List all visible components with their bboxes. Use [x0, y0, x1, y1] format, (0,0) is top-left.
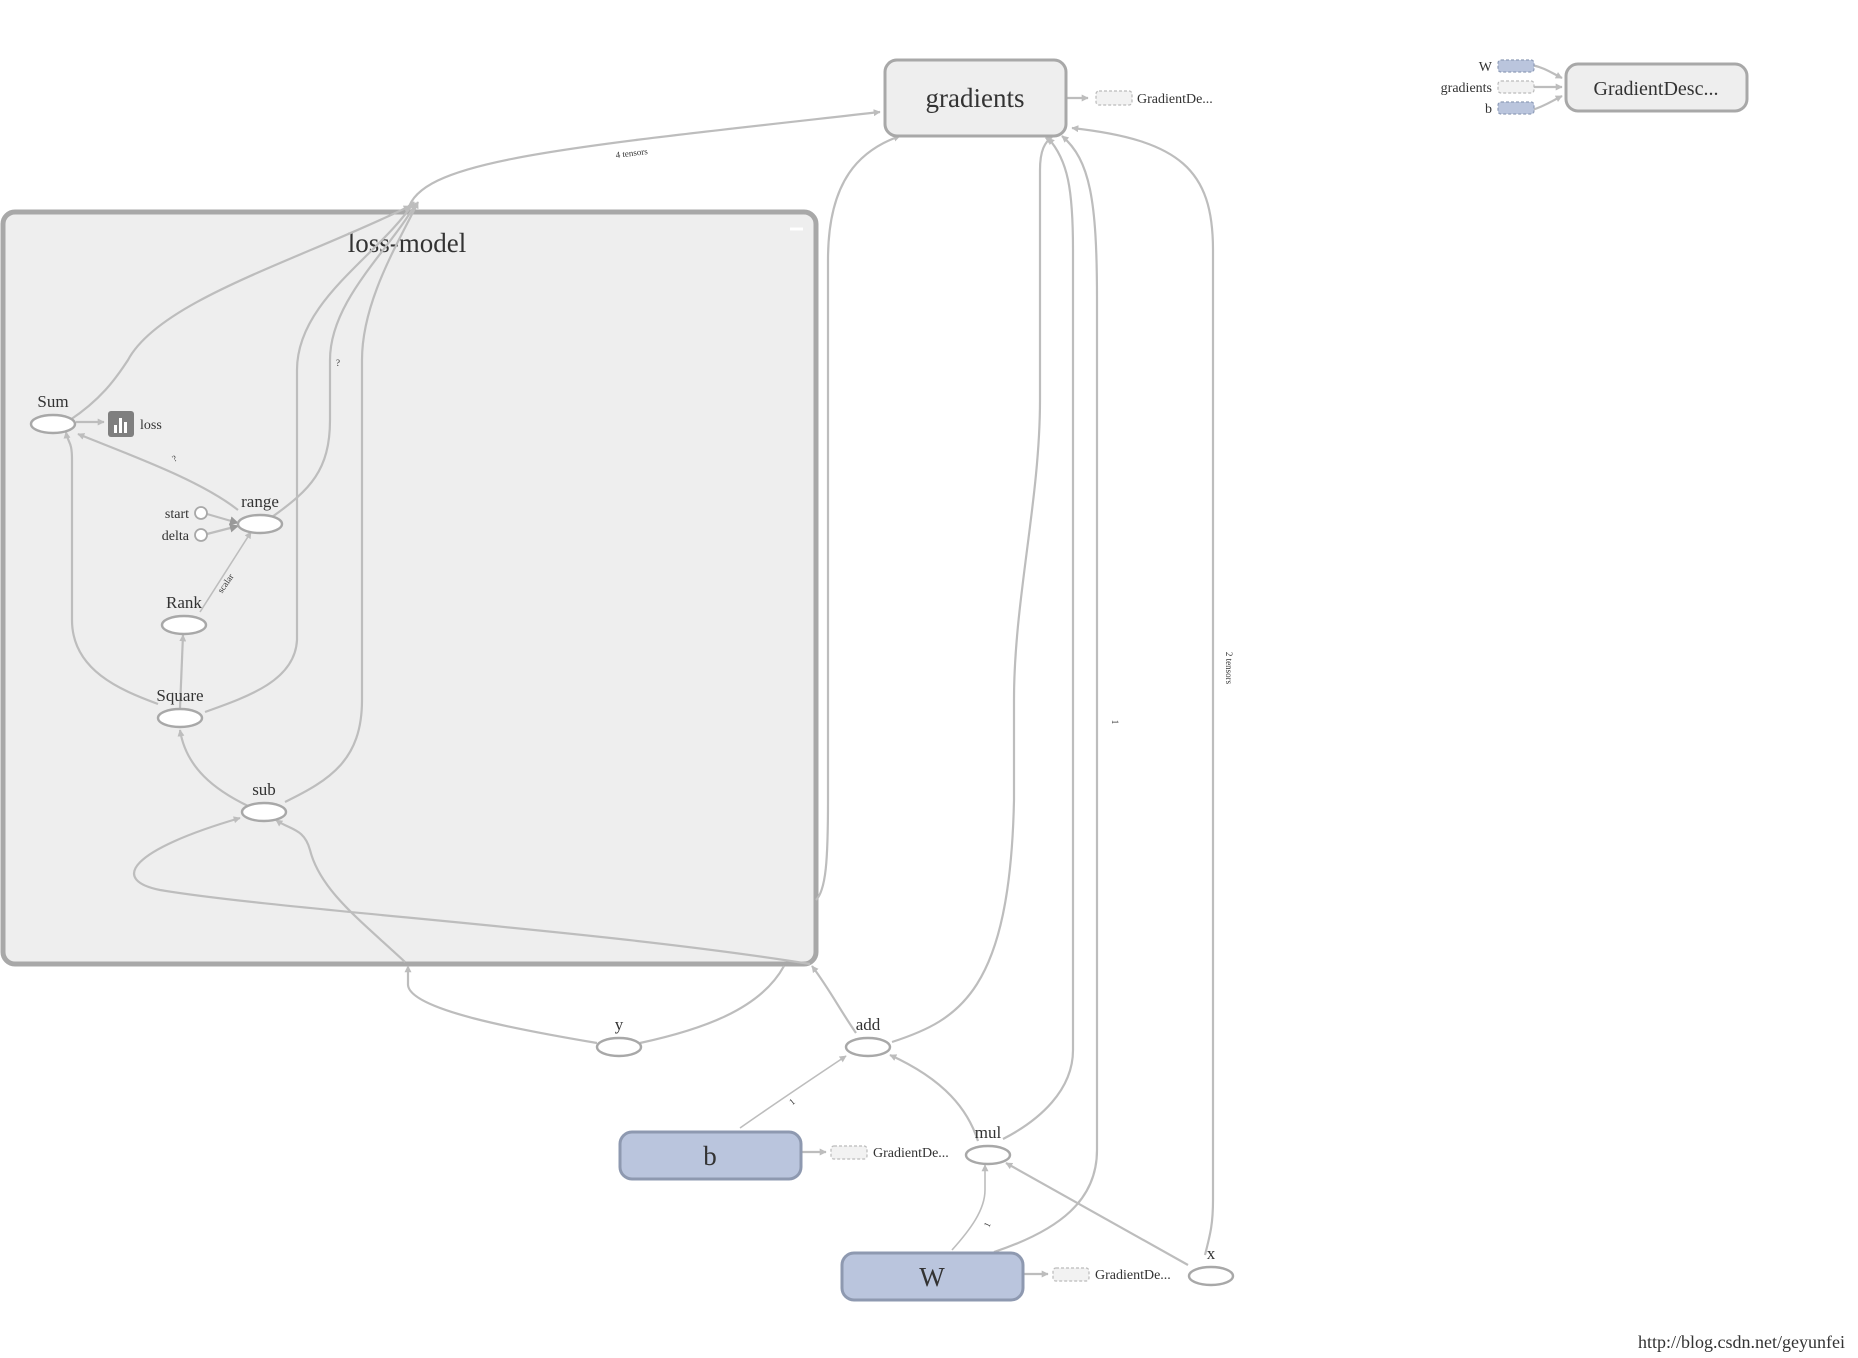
const-start[interactable]: start [165, 506, 208, 522]
op-y[interactable]: y [595, 1015, 643, 1058]
loss-model-title: loss-model [348, 228, 467, 258]
variable-b-label: b [703, 1141, 717, 1171]
edge-loss-model-to-gradients-b [815, 134, 901, 901]
gradient-desc-inputs: W gradients b [1441, 59, 1535, 117]
variable-b-ref-label: GradientDe... [873, 1146, 949, 1161]
const-delta-label: delta [162, 529, 190, 544]
variable-b-node[interactable]: b [618, 1130, 803, 1181]
edge-sub-to-square [177, 729, 249, 807]
op-square[interactable]: Square [156, 686, 204, 729]
variable-w-ref-label: GradientDe... [1095, 1268, 1171, 1283]
edge-loss-model-to-gradients [406, 109, 881, 211]
op-rank-label: Rank [166, 593, 202, 612]
edge-sum-to-gradients [69, 205, 411, 421]
gd-input-gradients-ref[interactable] [1497, 80, 1535, 94]
gd-input-b-ref[interactable] [1497, 101, 1535, 115]
op-rank[interactable]: Rank [160, 593, 208, 636]
op-y-label: y [615, 1015, 624, 1034]
edge-square-to-rank [178, 634, 187, 709]
edge-y-into-sub [275, 819, 406, 963]
edge-sub-to-gradients [284, 201, 419, 803]
gradient-desc-label: GradientDesc... [1594, 78, 1719, 100]
edge-label-q2: ? [336, 358, 340, 368]
op-mul[interactable]: mul [964, 1123, 1012, 1166]
edge-x-to-mul [1005, 1162, 1189, 1266]
op-sub-label: sub [252, 780, 276, 799]
edge-label-2-tensors: 2 tensors [1224, 652, 1234, 685]
const-start-label: start [165, 507, 189, 522]
edge-x-to-gradients [1071, 125, 1215, 1256]
variable-w-label: W [919, 1262, 945, 1292]
op-sub[interactable]: sub [240, 780, 288, 823]
gd-input-w-ref[interactable] [1497, 59, 1535, 73]
op-square-label: Square [156, 686, 203, 705]
edge-w-to-gradients [993, 135, 1099, 1254]
edge-gd-w [1531, 63, 1563, 79]
edge-mul-to-add [889, 1053, 980, 1142]
op-add-label: add [856, 1015, 881, 1034]
edge-gd-b [1531, 95, 1563, 112]
edge-delta-to-range [206, 523, 239, 536]
edge-w-to-mul [951, 1164, 989, 1251]
loss-model-group[interactable]: loss-model [0, 209, 819, 967]
gradients-ref[interactable]: GradientDe... [1095, 90, 1213, 107]
op-x-label: x [1207, 1244, 1216, 1263]
gd-input-w-label: W [1479, 60, 1493, 75]
edges [63, 63, 1563, 1278]
edge-y-to-sub [404, 965, 598, 1045]
gradient-desc-node[interactable]: GradientDesc... [1564, 62, 1749, 113]
gd-input-b-label: b [1485, 102, 1492, 117]
variable-w-node[interactable]: W [840, 1251, 1025, 1302]
op-range[interactable]: range [236, 492, 284, 535]
edge-square-to-gradients [204, 201, 415, 714]
edge-label-one-b: 1 [787, 1096, 797, 1107]
edge-label-one-c: 1 [982, 1221, 993, 1229]
summary-loss[interactable]: loss [108, 411, 162, 437]
edge-rank-to-range [199, 531, 252, 613]
edge-label-one-a: 1 [1110, 720, 1120, 725]
op-x[interactable]: x [1187, 1244, 1235, 1287]
op-sum-label: Sum [37, 392, 68, 411]
gradients-node[interactable]: gradients [883, 58, 1068, 138]
edge-label-q1: ? [170, 453, 178, 464]
edge-label-4-tensors: 4 tensors [615, 146, 649, 160]
edge-y-to-gradients-a [639, 965, 785, 1045]
op-mul-label: mul [975, 1123, 1002, 1142]
variable-w-ref[interactable]: GradientDe... [1052, 1267, 1171, 1283]
edge-add-to-loss-model [811, 965, 857, 1034]
const-delta[interactable]: delta [162, 528, 208, 544]
edge-start-to-range [206, 512, 239, 526]
watermark: http://blog.csdn.net/geyunfei [1638, 1332, 1845, 1352]
edge-range-to-gradients [271, 202, 417, 518]
op-add[interactable]: add [844, 1015, 892, 1058]
edge-add-into-sub [132, 816, 811, 966]
op-range-label: range [241, 492, 279, 511]
edge-square-to-sum [63, 431, 159, 706]
summary-loss-label: loss [140, 418, 162, 433]
edge-mul-to-gradients [1002, 137, 1075, 1140]
edge-add-to-gradients [891, 136, 1053, 1044]
gd-input-gradients-label: gradients [1441, 81, 1492, 96]
op-sum[interactable]: Sum [29, 392, 77, 435]
variable-b-ref[interactable]: GradientDe... [830, 1145, 949, 1161]
edge-b-to-add [739, 1055, 847, 1129]
gradients-label: gradients [926, 83, 1025, 113]
gradients-ref-label: GradientDe... [1137, 92, 1213, 107]
edge-range-to-sum [77, 432, 239, 511]
